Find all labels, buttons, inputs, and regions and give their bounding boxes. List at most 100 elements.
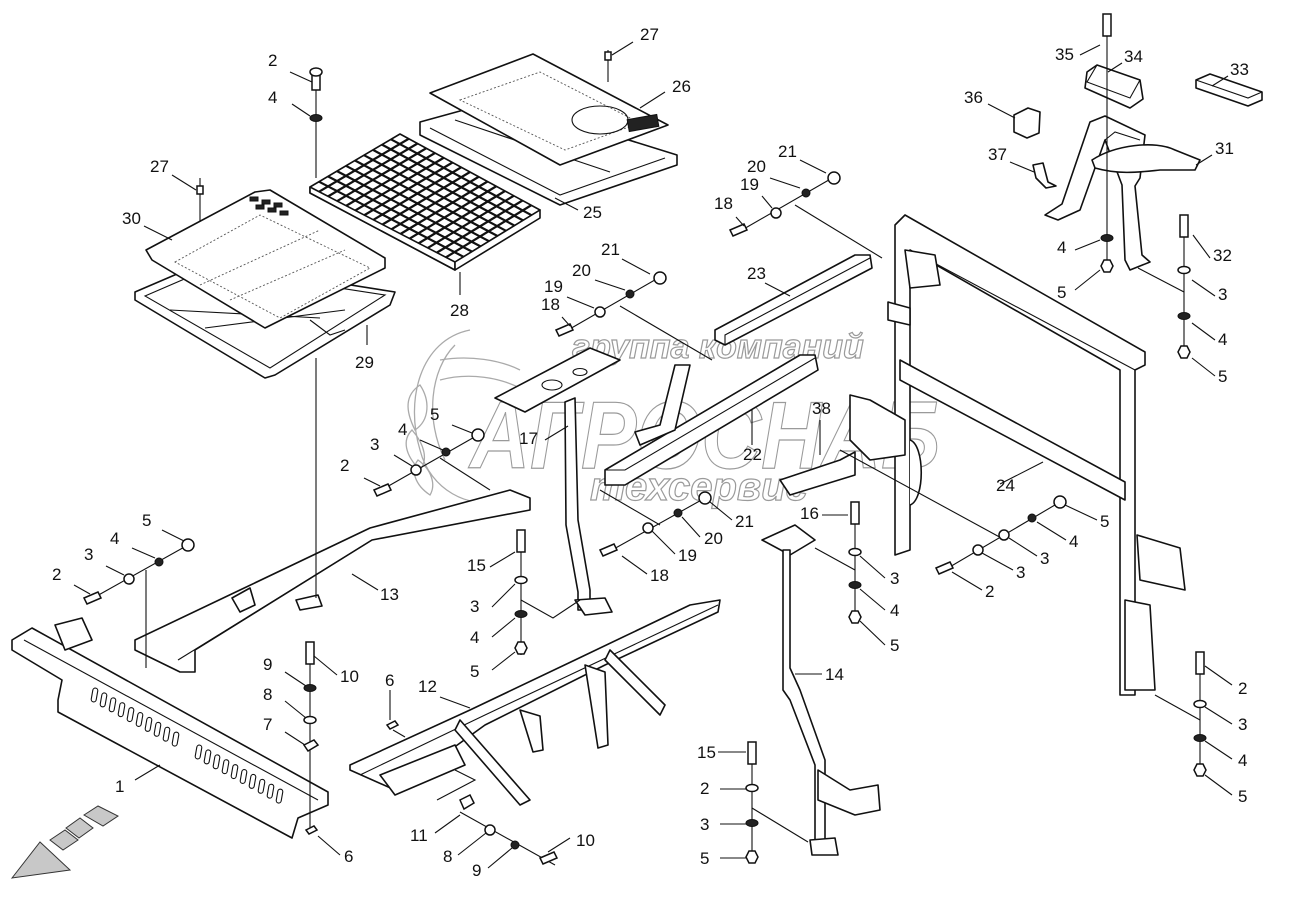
callout-12: 12 [418,677,471,709]
callout-label: 10 [576,831,595,850]
grating-bar [381,143,524,222]
callout-label: 13 [380,585,399,604]
part-36-lamp [1013,107,1041,139]
callout-label: 2 [700,779,709,798]
callout-label: 18 [714,194,733,213]
callout-label: 3 [1040,549,1049,568]
callout-3: 3 [1191,279,1227,304]
callout-19: 19 [740,175,773,209]
vent-slot [99,692,108,708]
callout-label: 8 [263,685,272,704]
callout-label: 9 [263,655,272,674]
callout-label: 8 [443,847,452,866]
callout-leader [289,71,313,83]
part-33-pad [1195,73,1263,107]
callout-20: 20 [572,261,626,291]
callout-label: 34 [1124,47,1143,66]
vent-slot [257,778,266,794]
callout-leader [491,583,516,608]
callout-18: 18 [541,295,571,327]
callout-3: 3 [84,545,125,576]
callout-leader [1191,279,1216,297]
hardware-and-leaders [82,171,1207,866]
part-30-panel [145,189,386,329]
callout-label: 9 [472,861,481,880]
callout-leader [799,159,827,174]
part-24-frame [887,214,1186,696]
callout-13: 13 [351,573,399,604]
callout-21: 21 [709,501,754,531]
callout-leader [859,588,886,611]
vent-slot [126,707,135,723]
callout-leader [981,552,1014,571]
callout-leader [487,847,513,869]
callout-label: 3 [1016,563,1025,582]
vent-slot [135,712,144,727]
part-31-bracket [1044,115,1201,271]
callout-label: 5 [470,662,479,681]
callout-7: 7 [263,715,306,746]
callout-4: 4 [110,529,156,559]
callout-9: 9 [263,655,307,687]
callout-label: 26 [672,77,691,96]
callout-leader [999,461,1044,485]
grating-bar [363,154,507,232]
callout-leader [284,731,306,746]
callout-leader [709,501,733,521]
callout-leader [651,530,676,555]
callout-4: 4 [859,588,899,620]
callout-label: 14 [825,665,844,684]
callout-leader [1204,665,1233,686]
part-27-fastener [196,178,204,222]
callout-leader [317,835,341,856]
callout-label: 16 [800,504,819,523]
callout-leader [171,174,197,191]
callout-leader [1009,161,1035,173]
grating-bar [318,180,465,258]
callout-label: 38 [812,399,831,418]
callout-leader [1008,537,1038,557]
callout-leader [554,197,579,211]
part-34-pad [1084,64,1144,109]
grating-mesh [318,137,533,259]
callout-31: 31 [1195,139,1234,166]
callout-5: 5 [700,849,746,868]
callout-label: 4 [1238,751,1247,770]
callout-label: 2 [268,51,277,70]
callout-8: 8 [443,832,487,866]
callout-4: 4 [1036,521,1078,551]
callout-leader [1191,357,1216,377]
callout-label: 27 [640,25,659,44]
callout-leader [434,814,461,834]
callout-leader [681,516,701,538]
stack-35-bolt [1100,13,1114,273]
callout-label: 24 [996,476,1015,495]
callout-leader [544,425,569,441]
forward-direction-arrow-icon [10,805,119,879]
callout-leader [131,547,156,559]
callout-label: 30 [122,209,141,228]
callout-label: 6 [344,847,353,866]
callout-leader [1036,521,1067,541]
callout-leader [1204,740,1233,760]
grating-bar [327,175,473,253]
callout-10: 10 [313,655,359,686]
callout-4: 4 [1057,238,1101,257]
callout-6: 6 [385,671,394,720]
callout-label: 29 [355,353,374,372]
callout-label: 20 [747,157,766,176]
grating-bar [354,159,499,237]
callout-label: 3 [370,435,379,454]
callout-20: 20 [747,157,801,189]
callout-22: 22 [743,445,762,464]
callout-leader [1195,154,1213,166]
callout-leader [451,424,473,434]
callout-leader [621,555,648,575]
callout-label: 19 [544,277,563,296]
callout-label: 22 [743,445,762,464]
callout-label: 1 [115,777,124,796]
bolt-2-washer-4-stack [309,67,323,178]
vent-slot [221,759,230,775]
callout-5: 5 [1064,504,1109,531]
